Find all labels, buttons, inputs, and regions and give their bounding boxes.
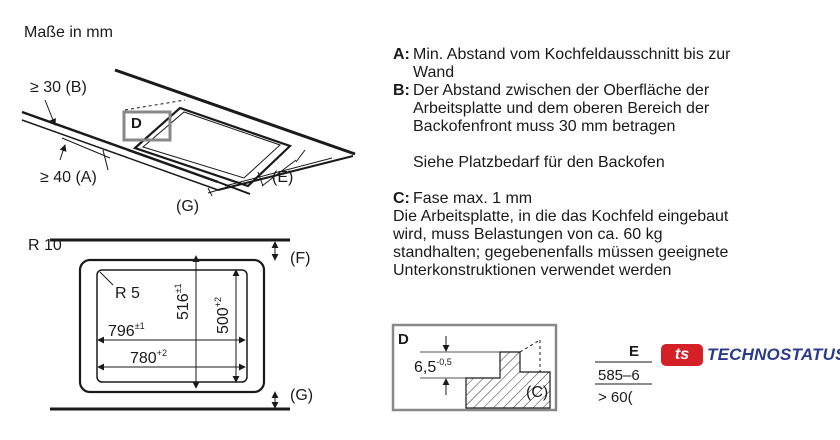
note-c: C: Fase max. 1 mm	[393, 190, 833, 208]
top-label-g: (G)	[176, 198, 199, 215]
outer-cutout	[78, 258, 266, 394]
table-e-row2: > 60(	[598, 389, 633, 406]
note-c-line-1: Fase max. 1 mm	[413, 190, 533, 207]
logo-text: TECHNOSTATUS	[707, 345, 840, 364]
detail-d-title: D	[398, 331, 409, 348]
note-a-key: A:	[393, 46, 410, 63]
dim-516-label: 516±1	[173, 283, 192, 320]
note-a-line-2: Wand	[413, 64, 455, 81]
worktop-front-edge-2	[21, 119, 219, 191]
note-worktop-line-2: wird, muss Belastungen von ca. 60 kg	[393, 226, 663, 243]
note-a-line-1: Min. Abstand vom Kochfeldausschnitt bis …	[413, 46, 731, 63]
note-b-line-1: Der Abstand zwischen der Oberfläche der	[413, 82, 710, 99]
note-worktop-line-4: Unterkonstruktionen verwendet werden	[393, 262, 672, 279]
logo-badge: ts	[661, 344, 703, 366]
hatched-section	[465, 351, 551, 409]
table-e-row1: 585–6	[598, 367, 640, 384]
top-label-d: D	[131, 115, 142, 132]
note-worktop-line-1: Die Arbeitsplatte, in die das Kochfeld e…	[393, 208, 729, 225]
note-a: A: Min. Abstand vom Kochfeldausschnitt b…	[393, 46, 833, 82]
cooktop-cutout	[132, 106, 293, 188]
note-b-line-3: Backofenfront muss 30 mm betragen	[413, 118, 676, 135]
detail-d-label-c: (C)	[526, 384, 548, 401]
dim-500-label: 500+2	[213, 297, 232, 334]
inner-cutout	[96, 269, 248, 383]
wall-edge-top	[114, 68, 356, 156]
note-b-key: B:	[393, 82, 410, 99]
cutout-label-f: (F)	[290, 250, 310, 267]
note-worktop-line-3: standhalten; gegebenenfalls müssen geeig…	[393, 244, 729, 261]
worktop-perspective	[21, 68, 356, 197]
note-c-key: C:	[393, 190, 410, 207]
top-label-b: ≥ 30 (B)	[30, 79, 87, 96]
table-e	[595, 361, 652, 385]
dim-780-label: 780+2	[130, 348, 167, 367]
top-label-a: ≥ 40 (A)	[40, 169, 97, 186]
radius-5-label: R 5	[115, 285, 140, 302]
hidden-line	[124, 99, 186, 111]
cutout-dimension-view	[50, 238, 290, 411]
cutout-label-g: (G)	[290, 387, 313, 404]
note-b-line-2: Arbeitsplatte und dem oberen Bereich der	[413, 100, 710, 117]
note-oven: Siehe Platzbedarf für den Backofen	[393, 154, 833, 172]
detail-d-marker	[122, 110, 172, 142]
radius-10-label: R 10	[28, 237, 62, 254]
top-label-e: (E)	[272, 169, 293, 186]
notes-panel: A: Min. Abstand vom Kochfeldausschnitt b…	[393, 46, 833, 280]
note-oven-line-1: Siehe Platzbedarf für den Backofen	[413, 154, 665, 171]
table-e-header: E	[629, 343, 639, 360]
detail-d	[391, 323, 558, 412]
dim-796-label: 796±1	[108, 321, 145, 340]
note-worktop: Die Arbeitsplatte, in die das Kochfeld e…	[393, 208, 833, 280]
technostatus-logo: ts TECHNOSTATUS	[661, 344, 840, 366]
note-b: B: Der Abstand zwischen der Oberfläche d…	[393, 82, 833, 136]
note-oven-key	[393, 154, 413, 172]
units-title: Maße in mm	[24, 24, 113, 41]
detail-d-dim: 6,5-0,5	[414, 357, 452, 376]
